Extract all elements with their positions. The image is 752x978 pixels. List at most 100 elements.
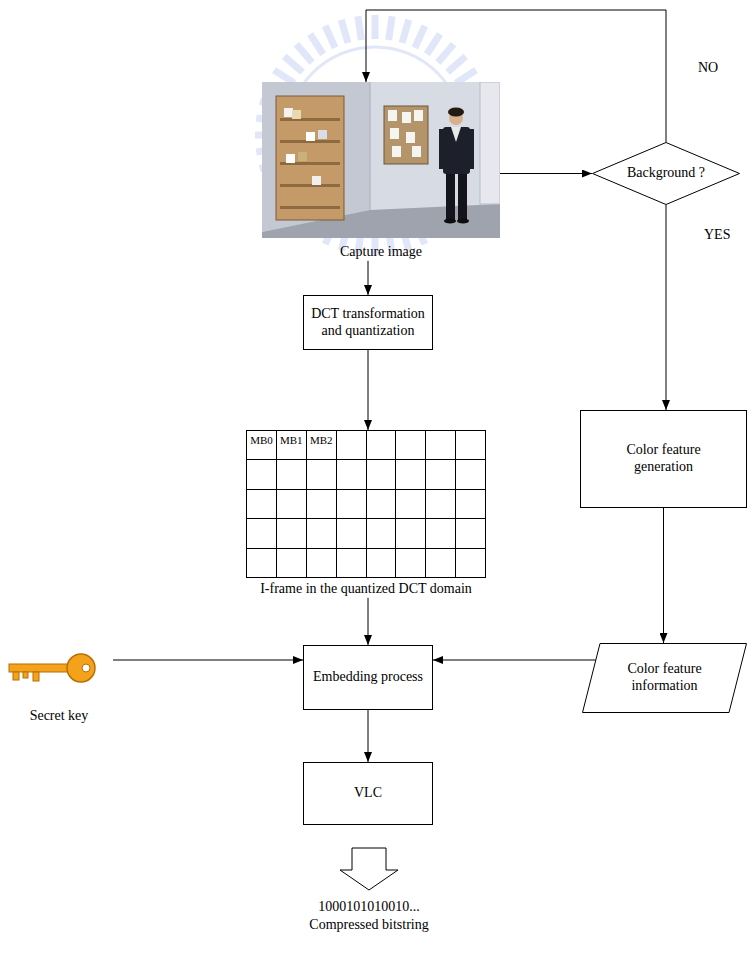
grid-cell <box>367 490 397 519</box>
watermark-ray <box>448 56 466 72</box>
watermark-ray <box>341 20 348 43</box>
grid-cell <box>456 431 486 460</box>
photo-person-shoe <box>444 219 456 224</box>
grid-cell <box>456 460 486 489</box>
macroblock-label: MB1 <box>280 434 303 447</box>
grid-cell <box>337 519 367 548</box>
grid-cell <box>367 460 397 489</box>
key-hole <box>82 664 90 672</box>
flow-arrow <box>500 173 592 174</box>
box-text-wrap: Embedding process <box>313 669 423 686</box>
box-label: DCT transformation and quantization <box>309 306 427 340</box>
photo-person-hair <box>448 108 464 117</box>
photo-shelf <box>280 184 340 187</box>
grid-cell <box>307 519 337 548</box>
photo-person-shoe <box>457 219 469 224</box>
grid-cell <box>247 519 277 548</box>
photo-note <box>412 146 421 157</box>
key-tooth <box>23 672 28 678</box>
grid-cell <box>456 549 486 578</box>
flow-arrow <box>368 598 369 645</box>
watermark-ray <box>402 20 409 43</box>
grid-cell <box>426 490 456 519</box>
diamond-text-wrap: Background ? <box>627 165 705 182</box>
data-parallelogram-shape <box>583 644 747 713</box>
photo-note <box>402 112 411 123</box>
box-text-wrap: VLC <box>354 785 382 802</box>
process-box: VLC <box>303 762 433 825</box>
grid-cell <box>367 549 397 578</box>
photo-book <box>286 154 295 163</box>
grid-cell <box>247 549 277 578</box>
decision-label: Background ? <box>627 165 705 182</box>
grid-cell <box>367 519 397 548</box>
grid-cell <box>277 519 307 548</box>
grid-cell: MB0 <box>247 431 277 460</box>
watermark-ray <box>310 34 323 54</box>
process-box: DCT transformation and quantization <box>303 295 433 350</box>
grid-cell <box>307 490 337 519</box>
process-box: Embedding process <box>303 645 433 710</box>
decision-diamond-shape <box>593 143 740 205</box>
grid-cell <box>426 549 456 578</box>
grid-cell <box>426 519 456 548</box>
grid-cell <box>426 431 456 460</box>
secret-key-icon: Secret key <box>5 652 113 725</box>
photo-note <box>390 128 399 139</box>
watermark-ray <box>274 70 294 83</box>
grid-cell <box>396 519 426 548</box>
image-caption: Capture image <box>262 244 500 261</box>
grid-cell <box>337 490 367 519</box>
key-illustration <box>5 652 100 688</box>
photo-person-jacket <box>443 127 470 174</box>
photo-shelf <box>280 206 340 209</box>
box-label: VLC <box>354 785 382 802</box>
photo-door <box>480 82 500 204</box>
watermark-ray <box>284 56 302 72</box>
decision-diamond: Background ? <box>592 142 740 205</box>
grid-cell <box>396 490 426 519</box>
macroblock-label: MB0 <box>250 434 273 447</box>
grid-cell <box>396 549 426 578</box>
grid-caption-wrap: I-frame in the quantized DCT domain <box>246 581 486 598</box>
photo-person-leg <box>446 170 455 220</box>
output-label: 1000101010010... <box>318 899 420 916</box>
grid-cell <box>247 490 277 519</box>
grid-table: MB0 MB1 MB2 <box>246 430 486 578</box>
watermark-ray <box>358 16 361 40</box>
flow-arrow <box>368 261 369 295</box>
output-hollow-arrow <box>340 848 398 890</box>
macroblock-label: MB2 <box>310 434 333 447</box>
key-tooth <box>13 672 19 680</box>
flow-arrow <box>366 10 666 142</box>
photo-note <box>414 110 423 121</box>
photo-book <box>292 110 301 119</box>
edge-label: YES <box>702 227 732 244</box>
photo-left-wall <box>262 82 370 232</box>
flow-arrow <box>666 205 667 410</box>
photo-note <box>406 132 415 143</box>
process-box: Color feature generation <box>580 410 747 508</box>
grid-cell <box>396 431 426 460</box>
grid-cell <box>337 460 367 489</box>
photo-person-leg <box>458 170 467 220</box>
grid-cell <box>337 549 367 578</box>
photo-corkboard <box>384 106 428 164</box>
photo-note <box>392 146 401 157</box>
watermark-ray <box>325 26 335 48</box>
flow-arrow <box>433 660 596 661</box>
photo-wall <box>262 82 500 238</box>
data-label: Color feature information <box>626 661 703 695</box>
flow-arrow <box>368 710 369 762</box>
grid-cell <box>277 549 307 578</box>
edge-label: NO <box>696 60 720 77</box>
photo-note <box>388 110 397 121</box>
box-label: Color feature generation <box>609 442 718 476</box>
photo-book <box>312 176 321 185</box>
box-text-wrap: Color feature generation <box>609 442 718 476</box>
flow-arrow <box>368 350 369 430</box>
parallelogram-text-wrap: Color feature information <box>626 661 703 695</box>
grid-cell <box>367 431 397 460</box>
grid-cell: MB1 <box>277 431 307 460</box>
